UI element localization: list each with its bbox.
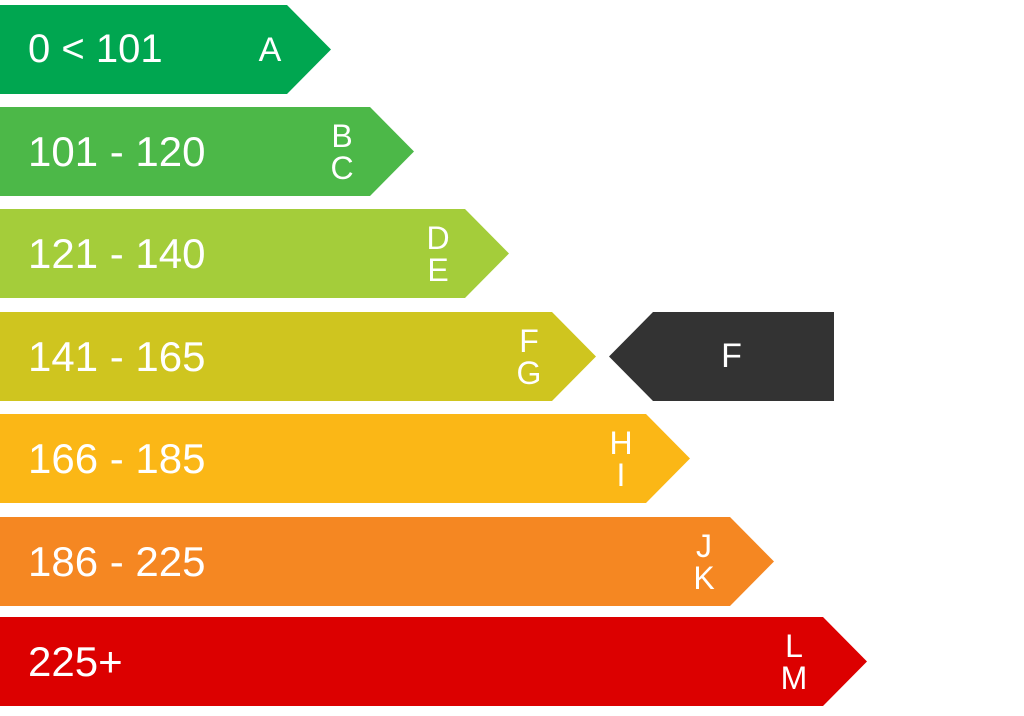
band-letter: I <box>616 456 626 493</box>
band-f-g: 141 - 165 F G <box>0 312 596 401</box>
band-d-e: 121 - 140 D E <box>0 209 509 298</box>
band-letters: L M <box>776 617 812 706</box>
band-letter: A <box>258 30 282 69</box>
band-letter: C <box>330 149 354 186</box>
band-letter: G <box>516 354 542 391</box>
band-h-i: 166 - 185 H I <box>0 414 690 503</box>
band-letters: B C <box>324 107 360 196</box>
band-l-m: 225+ L M <box>0 617 867 706</box>
band-letter: J <box>696 527 712 564</box>
band-letter: B <box>331 117 353 154</box>
band-letter: M <box>780 659 808 696</box>
band-letters: F G <box>511 312 547 401</box>
band-letter: D <box>426 219 450 256</box>
band-range: 166 - 185 <box>28 435 206 482</box>
band-letters: D E <box>420 209 456 298</box>
band-b-c: 101 - 120 B C <box>0 107 414 196</box>
band-range: 141 - 165 <box>28 333 206 380</box>
band-letters: J K <box>686 517 722 606</box>
band-letter: F <box>519 322 539 359</box>
band-range: 0 < 101 <box>28 27 163 71</box>
band-j-k: 186 - 225 J K <box>0 517 774 606</box>
band-letter: H <box>609 424 633 461</box>
band-letter: L <box>785 627 803 664</box>
band-range: 101 - 120 <box>28 128 206 175</box>
band-letters: H I <box>603 414 639 503</box>
band-range: 121 - 140 <box>28 230 206 277</box>
band-letter: K <box>693 559 715 596</box>
band-letter: E <box>427 251 449 288</box>
band-range: 225+ <box>28 638 123 685</box>
band-range: 186 - 225 <box>28 538 206 585</box>
rating-indicator-label: F <box>721 337 742 375</box>
rating-indicator-arrow: F <box>609 312 834 401</box>
band-a: 0 < 101 A <box>0 5 331 94</box>
band-letters: A <box>252 5 288 94</box>
